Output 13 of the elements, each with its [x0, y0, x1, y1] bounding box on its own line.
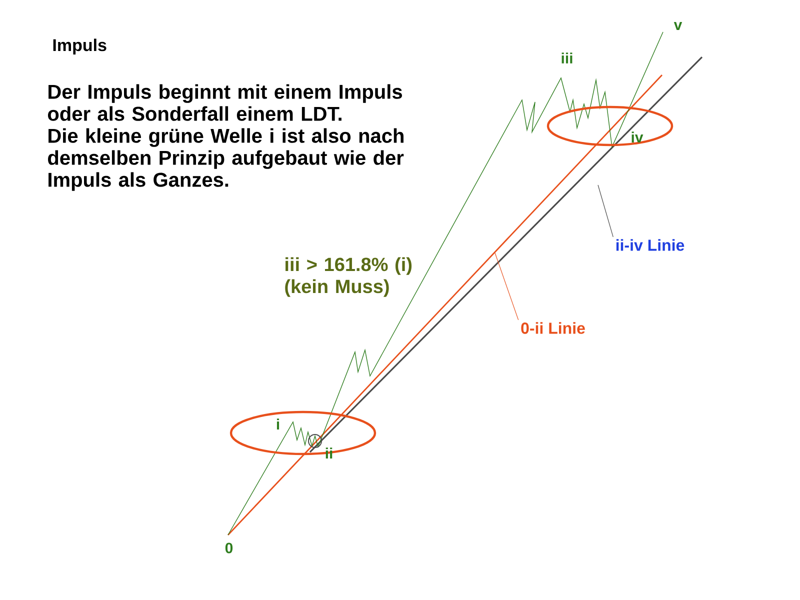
wave-label: iii	[562, 52, 572, 64]
wave-label: iv	[632, 132, 644, 142]
wave-label: 0	[225, 542, 233, 554]
wave-label: i	[276, 418, 280, 430]
leader-line	[494, 252, 519, 320]
annotation-text: iii > 161.8% (i) (kein Muss)	[285, 257, 412, 297]
leader-line	[598, 184, 614, 238]
body-text: Der Impuls beginnt mit einem Impuls oder als Sonderfall einem LDT.	[48, 84, 402, 121]
line-label: ii-iv Linie	[616, 239, 684, 251]
body-text: Die kleine grüne Welle i ist also nach demselben Prinzip aufgebaut wie der Impuls als Ganzes.	[48, 128, 404, 191]
wave-label: v	[674, 22, 682, 30]
line-label: 0-ii Linie	[521, 322, 585, 334]
title: Impuls	[53, 38, 106, 55]
